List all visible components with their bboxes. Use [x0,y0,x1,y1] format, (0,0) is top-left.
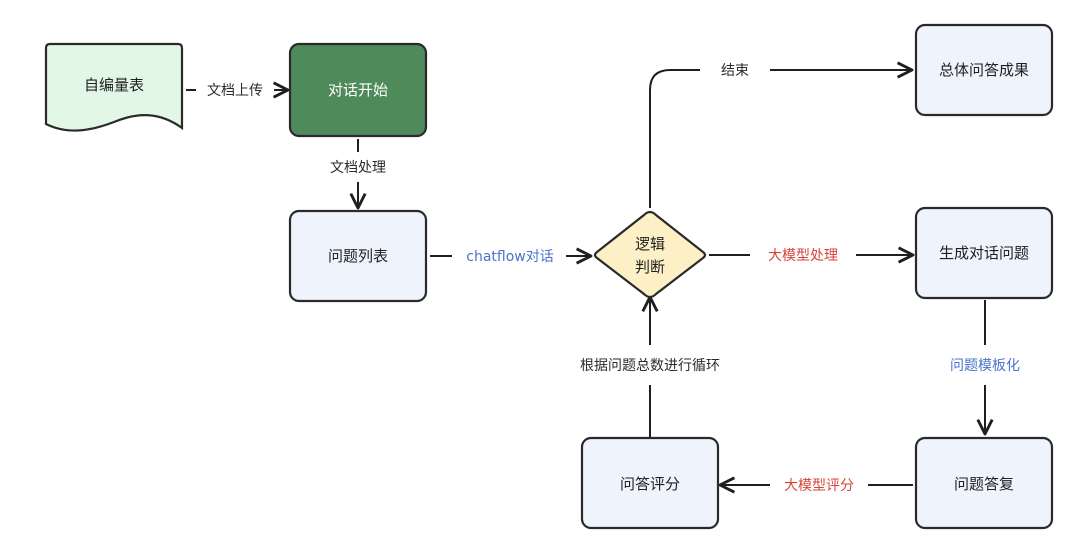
node-start: 对话开始 [288,42,428,138]
node-list-label: 问题列表 [328,247,388,265]
edge-label-template: 问题模板化 [950,358,1020,374]
edge-label-process: 文档处理 [330,160,386,176]
node-answer: 问题答复 [914,436,1054,530]
node-scale-label: 自编量表 [84,76,144,94]
edge-llm-process: 大模型处理 [709,246,915,264]
node-logic: 逻辑 判断 [593,210,707,299]
edge-label-chatflow: chatflow对话 [466,249,553,265]
edge-end: 结束 [649,61,914,208]
node-scale: 自编量表 [44,42,184,132]
node-logic-label-1: 逻辑 [635,235,665,253]
node-overall: 总体问答成果 [914,23,1054,117]
edge-loop: 根据问题总数进行循环 [580,295,720,437]
node-overall-label: 总体问答成果 [939,61,1029,79]
edge-template: 问题模板化 [950,300,1020,436]
edge-chatflow: chatflow对话 [430,247,593,265]
node-score-label: 问答评分 [620,475,680,493]
edge-label-loop: 根据问题总数进行循环 [580,358,720,374]
edge-llm-score: 大模型评分 [718,476,913,494]
edge-process: 文档处理 [330,139,386,210]
node-score: 问答评分 [580,436,720,530]
edge-label-llm-process: 大模型处理 [768,248,838,264]
node-list: 问题列表 [288,209,428,303]
node-generate: 生成对话问题 [914,206,1054,300]
node-start-label: 对话开始 [328,81,388,99]
edge-upload: 文档上传 [186,81,290,99]
node-answer-label: 问题答复 [954,475,1014,493]
edge-label-upload: 文档上传 [207,83,263,99]
edge-label-end: 结束 [721,63,749,79]
node-generate-label: 生成对话问题 [939,244,1029,262]
node-logic-label-2: 判断 [635,258,665,276]
edge-label-llm-score: 大模型评分 [784,478,854,494]
